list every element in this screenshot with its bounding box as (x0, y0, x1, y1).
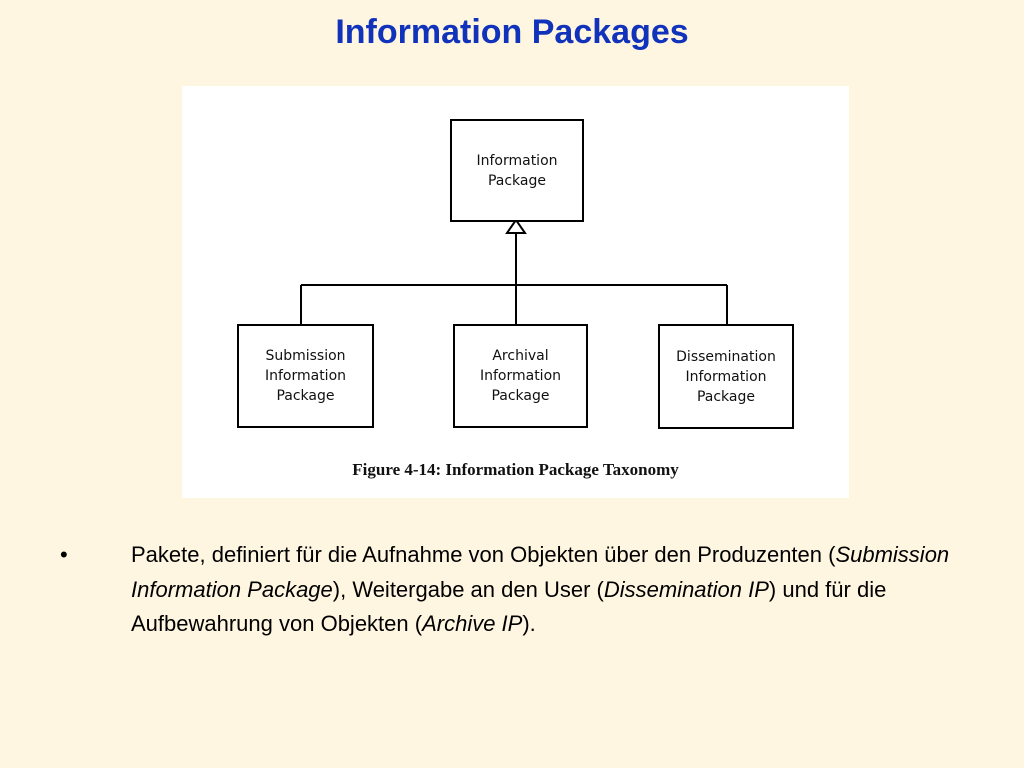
box-label-line: Package (276, 388, 335, 404)
box-label-line: Package (491, 388, 550, 404)
archival-package-box: Archival Information Package (453, 324, 588, 428)
box-label-line: Information (685, 368, 767, 385)
generalization-arrow-icon (505, 218, 527, 234)
box-label-line: Information (479, 368, 562, 384)
figure-caption: Figure 4-14: Information Package Taxonom… (352, 460, 679, 479)
bullet-text-part: ) und für die Aufbewahrung von Objekten … (131, 576, 887, 637)
bullet-text-part: ). (522, 611, 536, 636)
box-label-line: Dissemination (676, 348, 776, 365)
bullet-emphasis: Dissemination IP (603, 576, 769, 602)
bullet-emphasis: Submission Information Package (131, 542, 950, 602)
box-label-line: Information (476, 152, 558, 169)
box-label-line: Submission (265, 348, 346, 364)
box-label-line: Package (696, 388, 755, 405)
bullet-marker: • (60, 542, 68, 567)
box-label-line: Archival (492, 348, 549, 364)
box-label-line: Information (264, 368, 347, 384)
bullet-text-part: Pakete, definiert für die Aufnahme von O… (131, 542, 836, 567)
connector-lines (300, 218, 728, 325)
box-label-line: Package (487, 172, 546, 189)
bullet-text: Pakete, definiert für die Aufnahme von O… (131, 538, 951, 642)
taxonomy-figure: Information Package Submission Informati… (182, 86, 849, 498)
bullet-text-part: ), Weitergabe an den User ( (332, 576, 604, 602)
bullet-emphasis: Archive IP (422, 611, 523, 636)
dissemination-package-box: Dissemination Information Package (658, 324, 794, 429)
slide-title: Information Packages (335, 13, 689, 51)
information-package-box: Information Package (450, 119, 584, 222)
submission-package-box: Submission Information Package (237, 324, 374, 428)
